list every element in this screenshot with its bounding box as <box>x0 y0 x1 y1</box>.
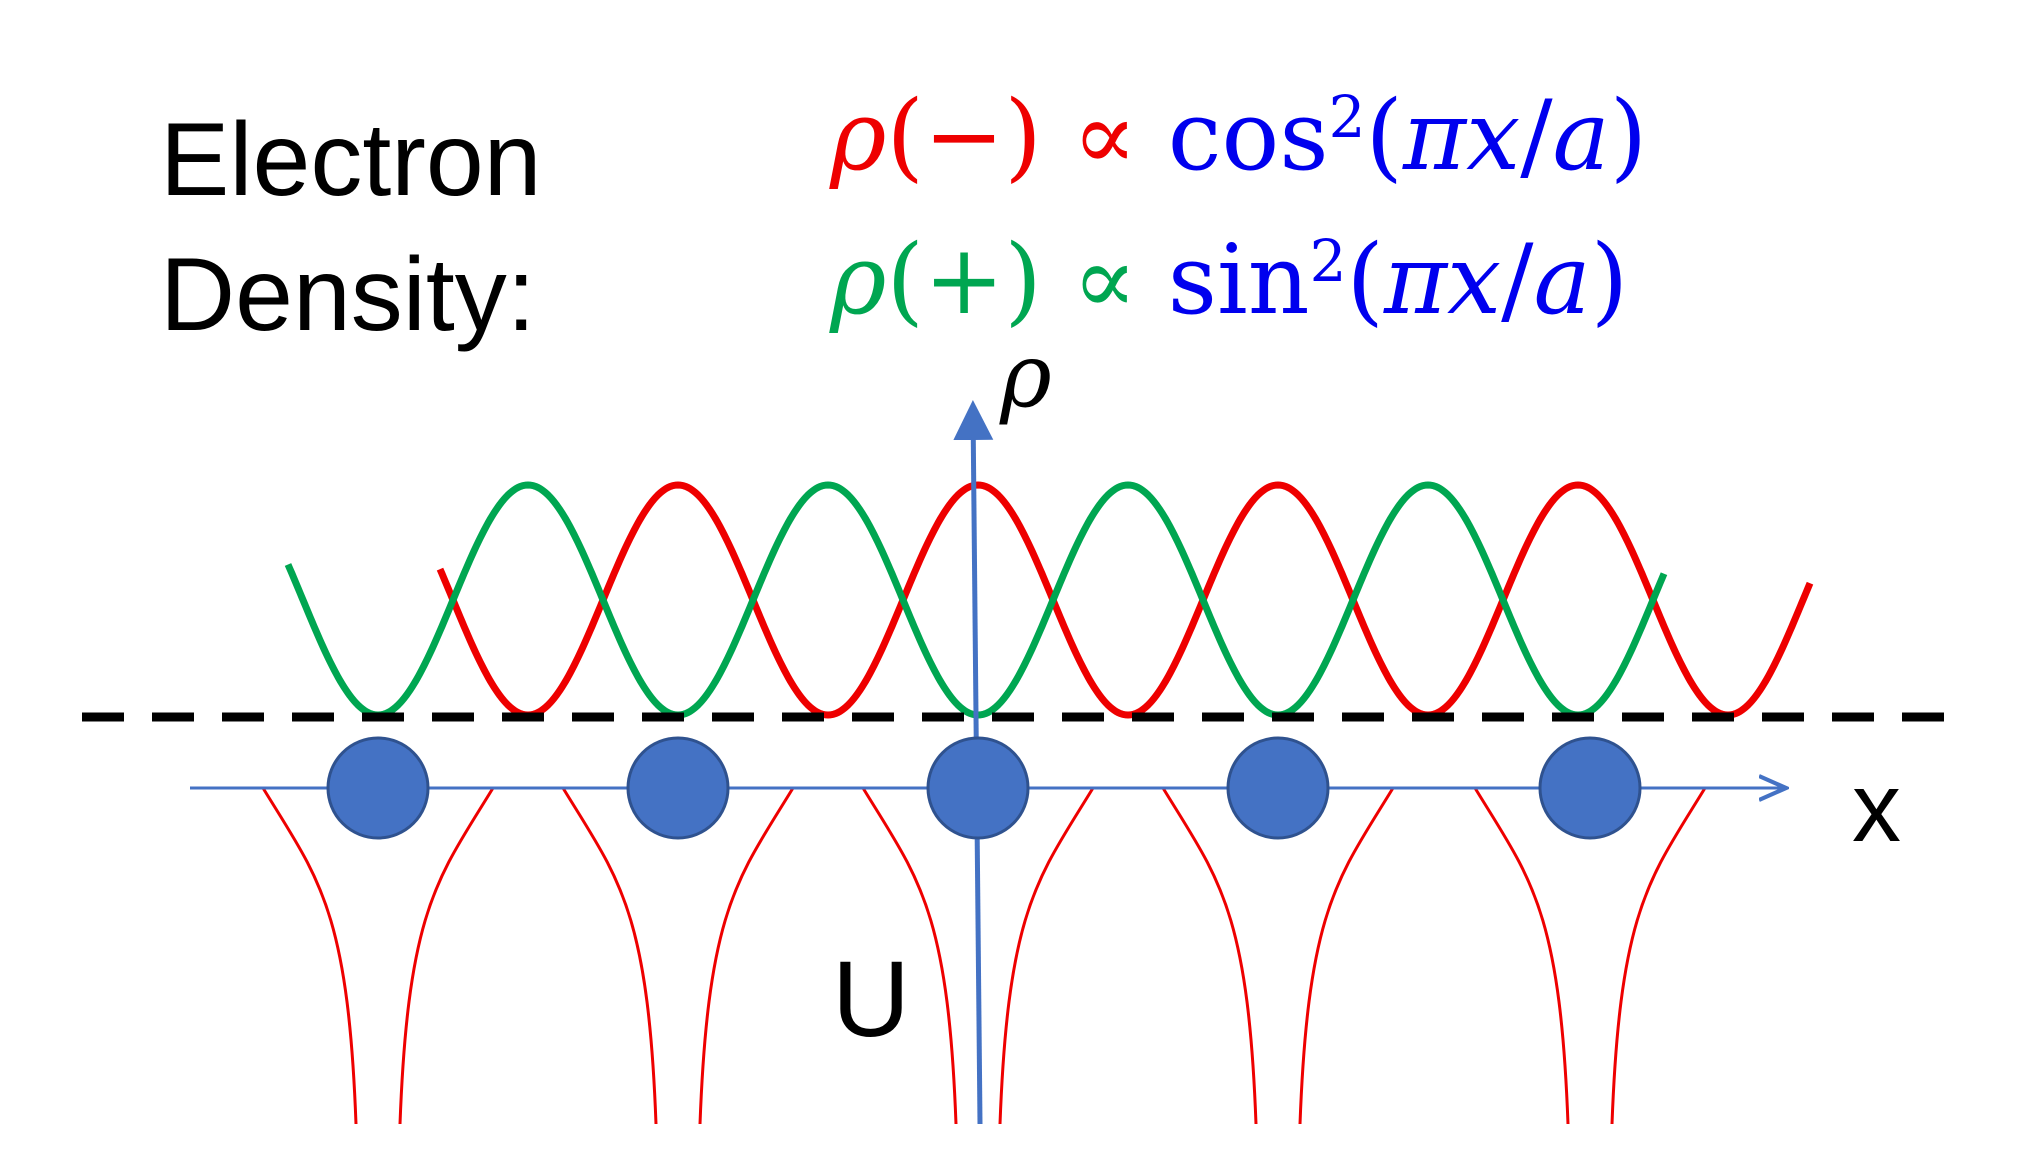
formula-minus-power: 2 <box>1328 83 1366 152</box>
ion-core <box>326 736 430 840</box>
formula-plus-arg-x: x <box>1447 224 1502 336</box>
formula-plus-rho: ρ <box>830 224 887 336</box>
formula-minus-arg-open: ( <box>1365 80 1403 192</box>
formula-plus-sign: + <box>923 224 1005 336</box>
formula-plus-arg-pi: π <box>1383 224 1448 336</box>
potential-well-side <box>398 787 495 1125</box>
rho-axis-label: ρ <box>1000 324 1052 427</box>
formula-plus-arg-close: ) <box>1590 224 1629 336</box>
formula-plus-func: sin <box>1167 224 1310 336</box>
potential-axis-label: U <box>832 938 910 1059</box>
ion-core <box>926 736 1030 840</box>
formula-plus-arg-a: a <box>1533 224 1591 336</box>
title-line-2: Density: <box>160 237 536 353</box>
formula-minus-arg-slash: / <box>1520 80 1553 192</box>
potential-well-side <box>561 787 658 1125</box>
formula-minus-arg-close: ) <box>1609 80 1648 192</box>
formula-rho-minus: ρ(−) ∝ cos2(πx/a) <box>830 88 1647 184</box>
potential-well-side <box>1161 787 1258 1125</box>
formula-plus-close: ) <box>1004 224 1042 336</box>
potential-well-side <box>861 787 958 1125</box>
ion-cores <box>326 736 1642 840</box>
formula-minus-proportional: ∝ <box>1072 80 1138 192</box>
formula-plus-arg-open: ( <box>1346 224 1384 336</box>
formula-minus-arg-pi: π <box>1402 80 1467 192</box>
potential-well-side <box>698 787 795 1125</box>
formula-minus-close: ) <box>1004 80 1042 192</box>
formula-plus-proportional: ∝ <box>1072 224 1138 336</box>
formula-minus-arg-x: x <box>1466 80 1521 192</box>
potential-well-side <box>1610 787 1707 1125</box>
potential-energy-curves <box>261 787 1707 1125</box>
x-axis-label: x <box>1852 752 1901 862</box>
formula-minus-rho: ρ <box>830 80 887 192</box>
formula-minus-func: cos <box>1167 80 1329 192</box>
rho-minus-curve <box>436 481 1814 719</box>
ion-core <box>626 736 730 840</box>
ion-core <box>1538 736 1642 840</box>
formula-plus-power: 2 <box>1309 227 1347 296</box>
formula-plus-arg-slash: / <box>1501 224 1534 336</box>
formula-plus-open: ( <box>886 224 924 336</box>
title-line-1: Electron <box>160 102 542 218</box>
ion-core <box>1226 736 1330 840</box>
potential-well-side <box>1298 787 1395 1125</box>
formula-minus-sign: − <box>923 80 1005 192</box>
potential-well-side <box>261 787 358 1125</box>
formula-rho-plus: ρ(+) ∝ sin2(πx/a) <box>830 232 1628 328</box>
potential-well-side <box>1473 787 1570 1125</box>
formula-minus-open: ( <box>886 80 924 192</box>
formula-minus-arg-a: a <box>1552 80 1610 192</box>
potential-well-side <box>998 787 1095 1125</box>
